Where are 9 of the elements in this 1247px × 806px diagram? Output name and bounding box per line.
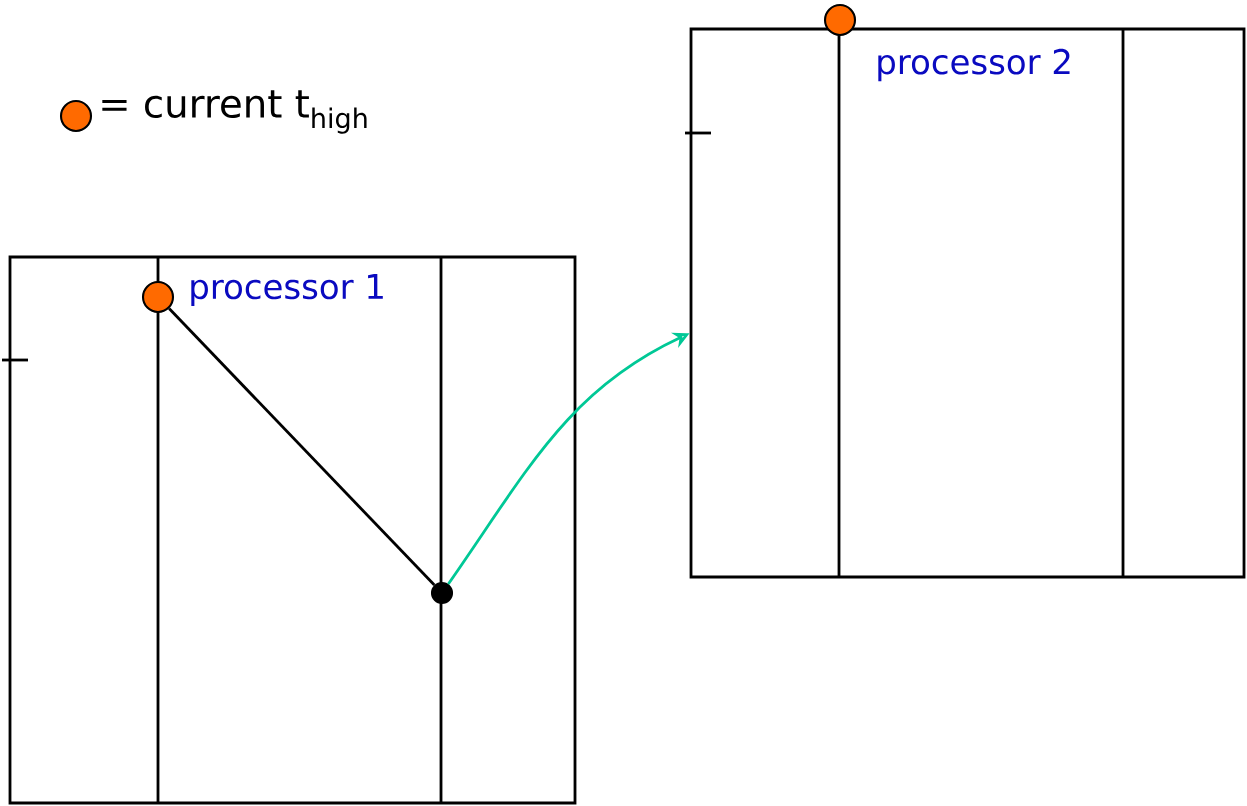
marker-circle: [823, 3, 857, 37]
event-dot: [430, 581, 454, 605]
connector-line: [168, 307, 436, 586]
processor-box: [8, 255, 577, 805]
processor-label: processor 1: [191, 274, 383, 306]
processor-box: [689, 27, 1246, 579]
marker-circle: [141, 280, 175, 314]
processor-label: processor 2: [878, 48, 1070, 82]
legend-text: = current t$_{high}$: [102, 90, 367, 134]
